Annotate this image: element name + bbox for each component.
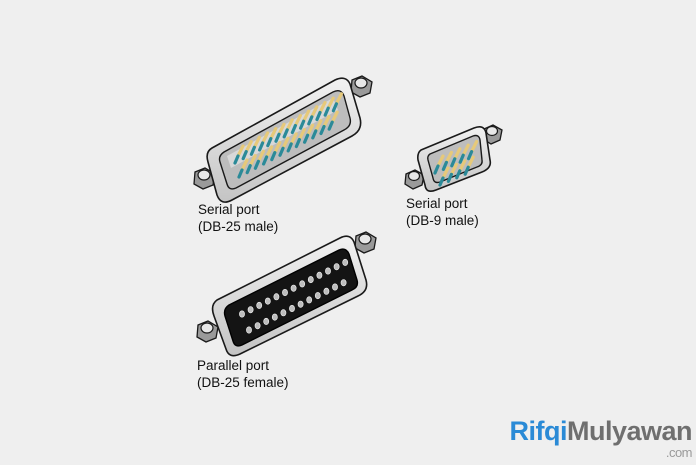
watermark-logo: RifqiMulyawan .com: [509, 416, 693, 460]
db25m-pin-4: [258, 131, 270, 152]
db9m-screw-left: [404, 169, 425, 190]
db25m-pin-16: [253, 149, 265, 170]
db25f-socket-25: [340, 279, 347, 287]
db9m-pin-2: [441, 150, 453, 171]
db9m-pin-4: [458, 143, 470, 164]
watermark-part2: Mulyawan: [566, 416, 693, 446]
db25f-socket-24: [332, 283, 338, 291]
db9m-pin-6: [438, 166, 450, 187]
db9m-pins: [433, 140, 479, 187]
db25m-screw-right: [350, 75, 373, 98]
db25m-caption-type: (DB-25 male): [198, 219, 279, 234]
db25f-socket-19: [289, 304, 295, 312]
db25m-pin-1: [233, 144, 245, 165]
db9m-caption-name: Serial port: [406, 196, 468, 211]
db25f-socket-16: [263, 317, 270, 325]
db9m-screw-right: [482, 124, 503, 145]
db25f-socket-22: [314, 292, 321, 300]
db25f-socket-15: [254, 322, 261, 330]
db9m-pin-5: [467, 140, 479, 161]
db25-female-caption: Parallel port (DB-25 female): [197, 357, 289, 391]
db25m-pin-18: [270, 141, 282, 162]
db25-male-caption: Serial port (DB-25 male): [198, 201, 278, 235]
db25m-pin-20: [286, 132, 298, 153]
db25m-pin-19: [278, 136, 290, 157]
db25f-socket-3: [256, 301, 263, 309]
db25f-socket-9: [307, 276, 314, 284]
db25m-pin-17: [262, 145, 274, 166]
db25m-pin-25: [327, 110, 339, 131]
db25f-socket-1: [239, 310, 245, 318]
db25f-socket-12: [333, 263, 340, 271]
db25f-face: [223, 248, 359, 347]
db25f-socket-11: [325, 267, 331, 275]
db25-male-connector: [193, 75, 373, 203]
db25m-pin-24: [319, 114, 331, 136]
db25m-pin-21: [294, 127, 306, 149]
db9-male-connector: [404, 124, 503, 192]
db25m-pin-5: [266, 127, 278, 148]
db25f-socket-2: [247, 306, 254, 314]
db25m-pin-13: [331, 92, 343, 113]
db25f-screw-right: [354, 231, 377, 254]
db25f-socket-5: [273, 293, 280, 301]
db9m-caption-type: (DB-9 male): [406, 213, 479, 228]
db25m-pin-9: [299, 109, 311, 130]
db25f-socket-13: [342, 258, 349, 266]
db9m-pin-3: [450, 147, 462, 168]
db25m-pin-6: [274, 122, 286, 143]
db25m-pin-23: [311, 119, 323, 140]
db25f-socket-7: [290, 284, 297, 292]
db25f-sockets: [239, 258, 349, 334]
db25m-pin-8: [290, 113, 302, 135]
db25f-socket-23: [323, 287, 330, 295]
db9m-pin-9: [463, 155, 475, 176]
db9m-pin-1: [433, 154, 445, 175]
watermark-suffix: .com: [665, 445, 693, 460]
db25f-socket-17: [271, 313, 278, 321]
db25m-pin-11: [315, 100, 327, 122]
db25f-socket-8: [299, 280, 306, 288]
db25m-pin-22: [303, 123, 315, 144]
db25f-socket-14: [246, 326, 252, 334]
db25f-socket-4: [264, 297, 271, 305]
db25m-pin-15: [245, 154, 257, 175]
db25m-caption-name: Serial port: [198, 202, 260, 217]
db25m-screw-left: [193, 167, 216, 190]
db25m-pin-10: [307, 105, 319, 126]
db25m-pin-14: [237, 158, 249, 179]
db25m-pin-2: [241, 140, 253, 161]
db9m-pin-8: [455, 159, 467, 180]
db25m-pin-7: [282, 118, 294, 139]
db25m-pin-3: [249, 135, 261, 156]
db9m-pin-7: [446, 162, 458, 183]
db25f-socket-10: [316, 271, 323, 279]
watermark-part1: Rifqi: [509, 416, 567, 446]
db9-male-caption: Serial port (DB-9 male): [406, 195, 479, 229]
db25m-pins: [233, 92, 343, 179]
db25f-socket-18: [280, 309, 287, 317]
db25f-socket-6: [282, 288, 288, 296]
db25m-pin-12: [323, 96, 335, 117]
db25f-caption-type: (DB-25 female): [197, 375, 289, 390]
db25-female-connector: [196, 231, 377, 357]
db25f-socket-20: [297, 300, 304, 308]
db25f-screw-left: [196, 320, 219, 343]
db25f-socket-21: [306, 296, 313, 304]
db25f-caption-name: Parallel port: [197, 358, 270, 373]
